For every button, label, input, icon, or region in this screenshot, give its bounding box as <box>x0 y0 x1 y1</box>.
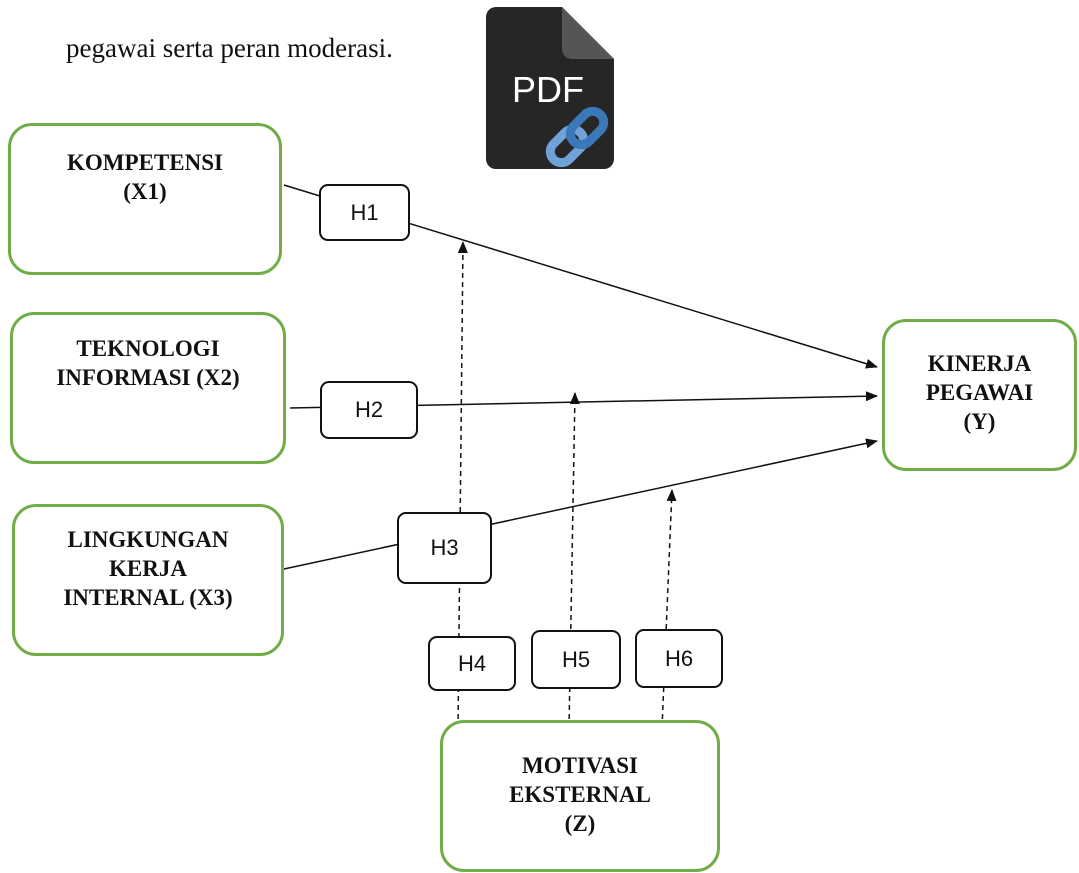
node-teknologi-informasi-x2: TEKNOLOGI INFORMASI (X2) <box>10 312 286 464</box>
hypothesis-h5: H5 <box>531 630 621 689</box>
node-label-line: INTERNAL (X3) <box>63 585 233 610</box>
node-label-line: INFORMASI (X2) <box>56 365 240 390</box>
path-x3-y <box>283 438 878 570</box>
node-label-line: KOMPETENSI <box>67 150 223 175</box>
node-kompetensi-x1: KOMPETENSI (X1) <box>8 123 282 275</box>
node-label-line: MOTIVASI <box>522 753 638 778</box>
hypothesis-h4: H4 <box>428 636 516 691</box>
node-label-line: PEGAWAI <box>925 380 1034 405</box>
node-lingkungan-kerja-internal-x3: LINGKUNGAN KERJA INTERNAL (X3) <box>12 504 284 656</box>
hypothesis-h1: H1 <box>319 184 410 241</box>
hypothesis-h3: H3 <box>397 512 492 584</box>
node-label-line: (Y) <box>963 409 996 434</box>
node-label-line: TEKNOLOGI <box>76 336 220 361</box>
node-label-line: KERJA <box>109 556 187 581</box>
hypothesis-h2: H2 <box>320 381 418 439</box>
hypothesis-h6: H6 <box>635 629 723 688</box>
node-motivasi-eksternal-z: MOTIVASI EKSTERNAL (Z) <box>440 720 720 872</box>
node-kinerja-pegawai-y: KINERJA PEGAWAI (Y) <box>882 319 1077 471</box>
node-label-line: LINGKUNGAN <box>67 527 229 552</box>
node-label-line: (X1) <box>123 179 167 204</box>
intro-text: pegawai serta peran moderasi. <box>66 33 393 63</box>
moderation-path-h6 <box>661 489 677 729</box>
pdf-icon-label: PDF <box>512 69 584 110</box>
chain-link-glyph <box>545 106 609 168</box>
pdf-link-icon[interactable]: PDF <box>486 7 616 169</box>
node-label-line: KINERJA <box>927 351 1032 376</box>
node-label-line: (Z) <box>564 811 596 836</box>
node-label-line: EKSTERNAL <box>509 782 651 807</box>
